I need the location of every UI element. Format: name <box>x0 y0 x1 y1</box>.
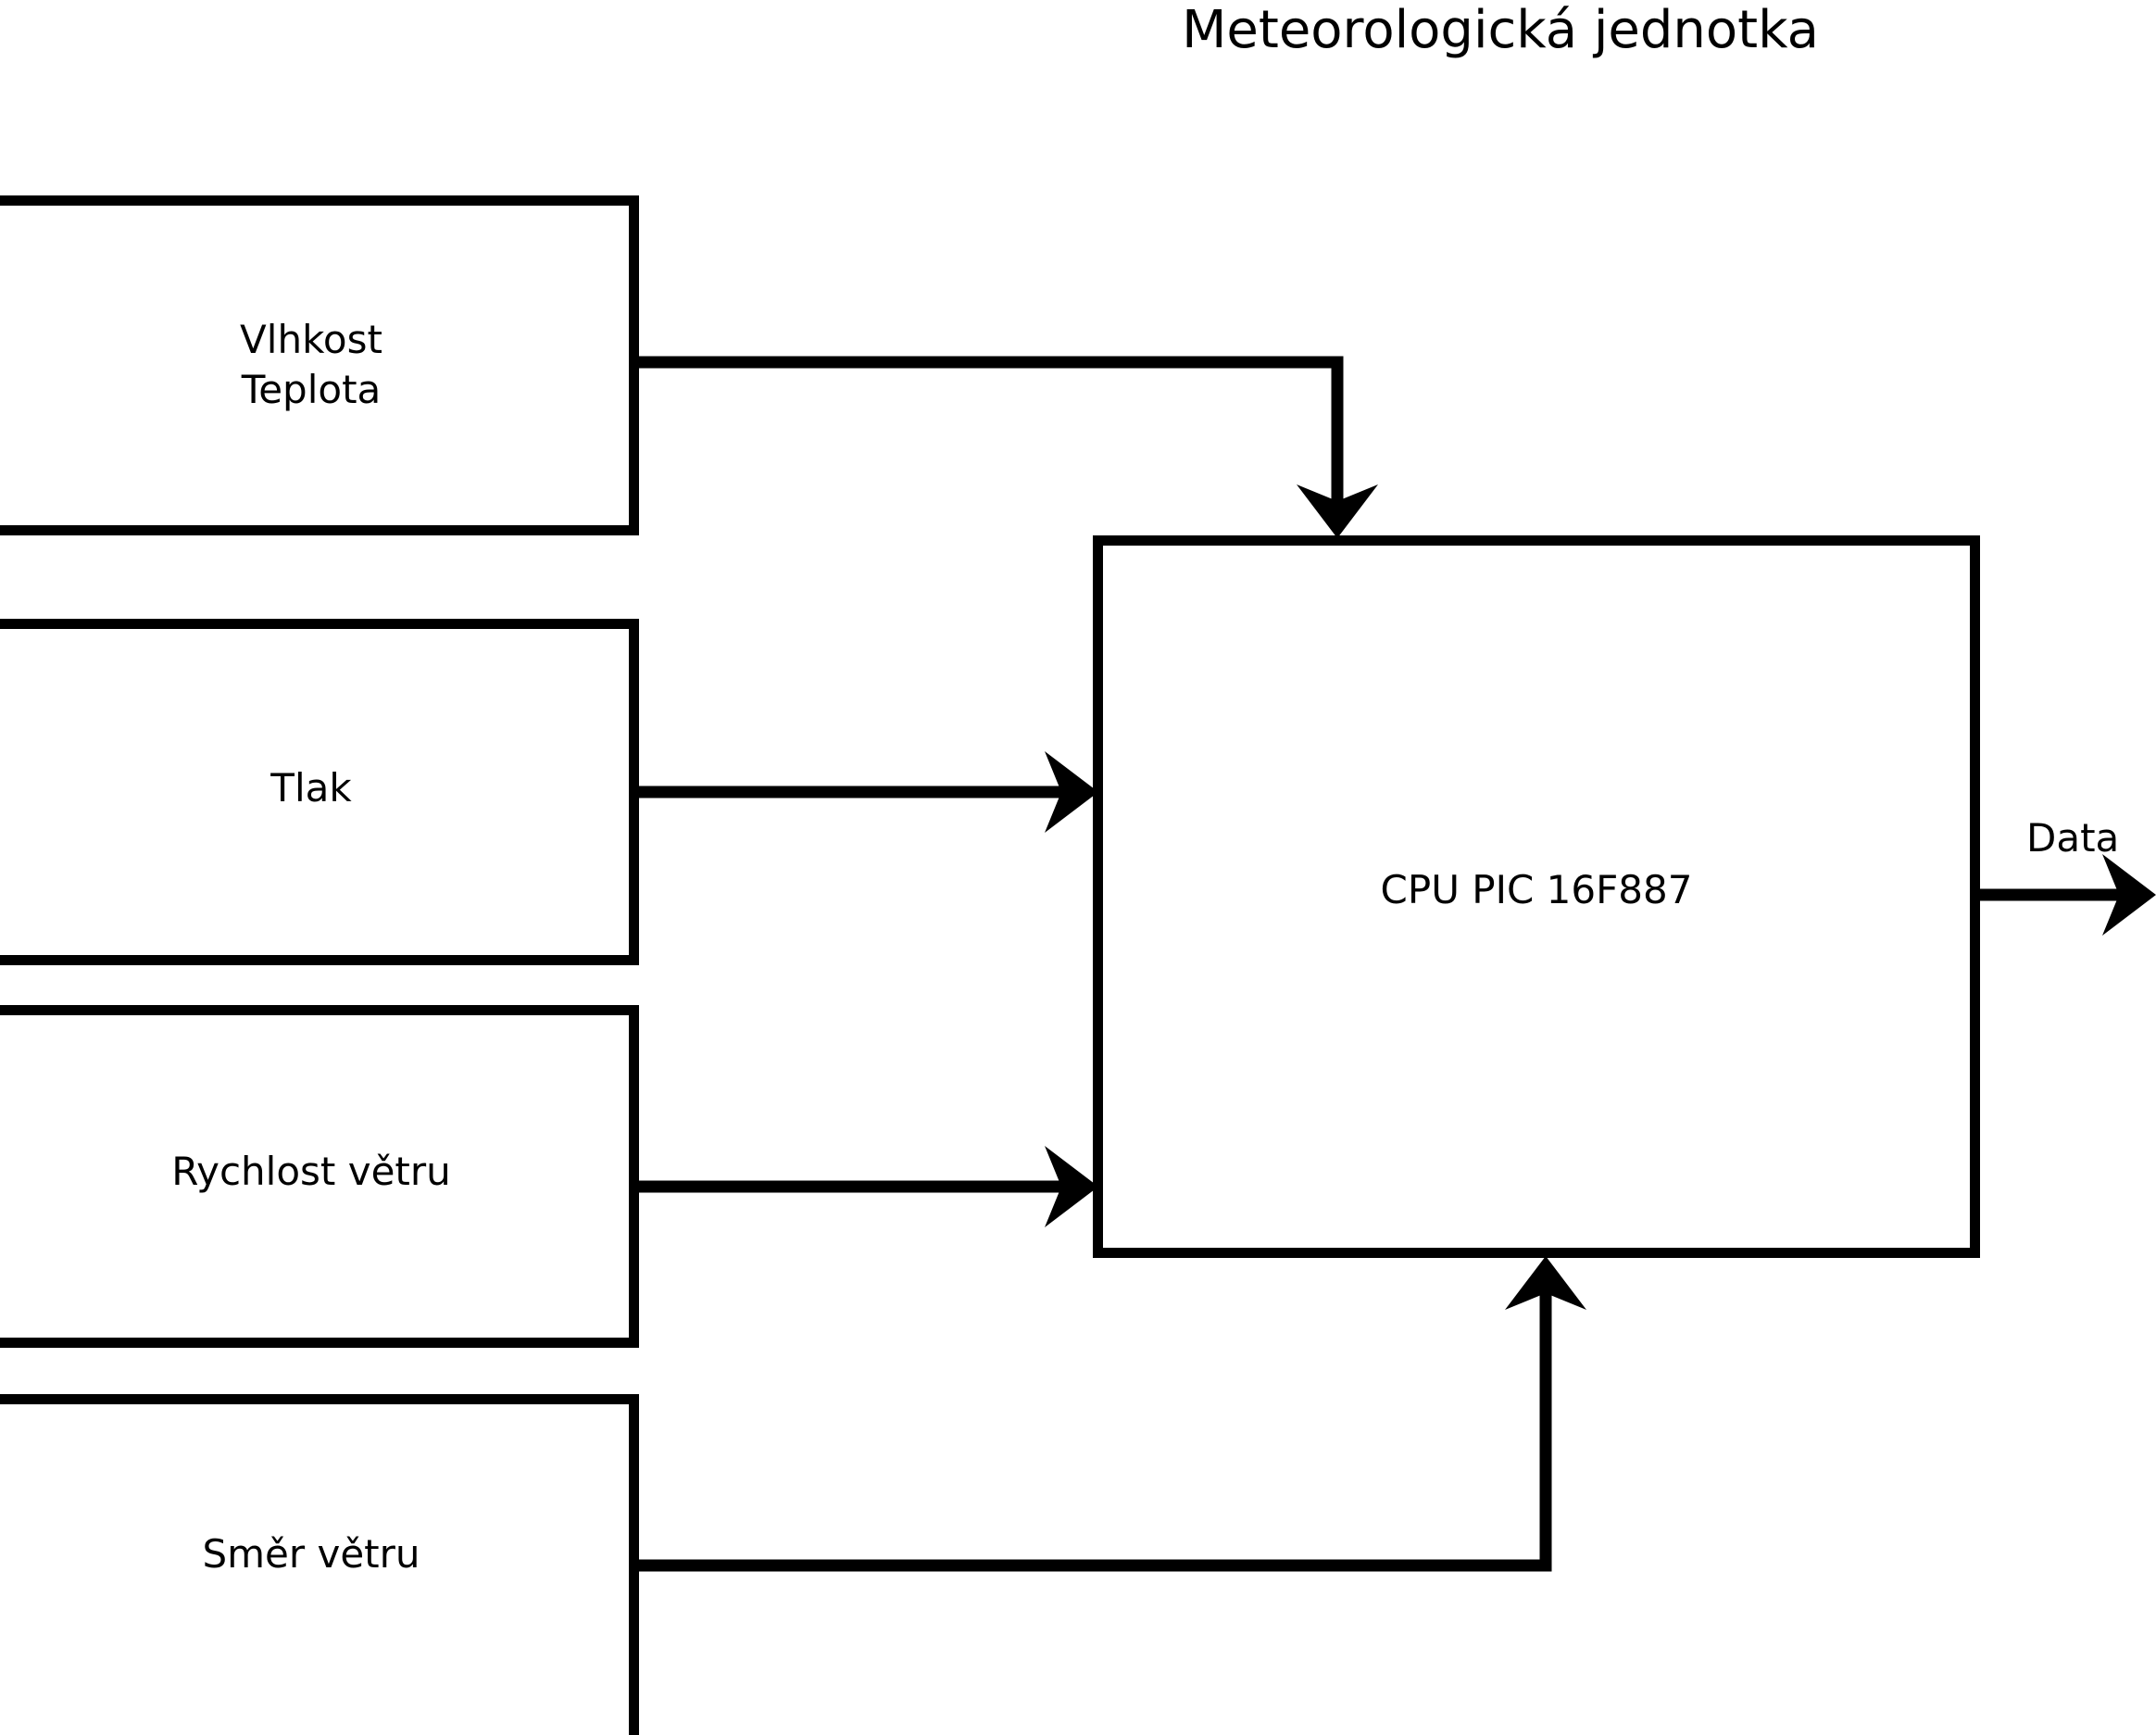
connector-wind-speed-to-cpu <box>633 1146 1098 1227</box>
edge-label-data: Data <box>2026 815 2120 861</box>
connector-cpu-to-data <box>1974 854 2156 936</box>
block-humidity-temperature-label: Vlhkost Teplota <box>240 317 382 412</box>
connector-wind-direction-to-cpu <box>633 1256 1586 1572</box>
connector-humidity-temp-to-cpu <box>633 356 1378 538</box>
block-humidity-temperature[interactable]: Vlhkost Teplota <box>0 195 639 535</box>
block-pressure-label: Tlak <box>270 765 352 811</box>
block-pressure[interactable]: Tlak <box>0 619 639 965</box>
block-cpu-label: CPU PIC 16F887 <box>1380 867 1693 912</box>
block-wind-speed[interactable]: Rychlost větru <box>0 1005 639 1348</box>
page-title: Meteorologická jednotka <box>1182 0 1819 60</box>
block-wind-speed-label: Rychlost větru <box>171 1149 451 1194</box>
connector-pressure-to-cpu <box>633 751 1098 833</box>
block-cpu[interactable]: CPU PIC 16F887 <box>1093 535 1980 1258</box>
block-wind-direction[interactable]: Směr větru <box>0 1394 639 1735</box>
block-wind-direction-label: Směr větru <box>202 1531 420 1577</box>
